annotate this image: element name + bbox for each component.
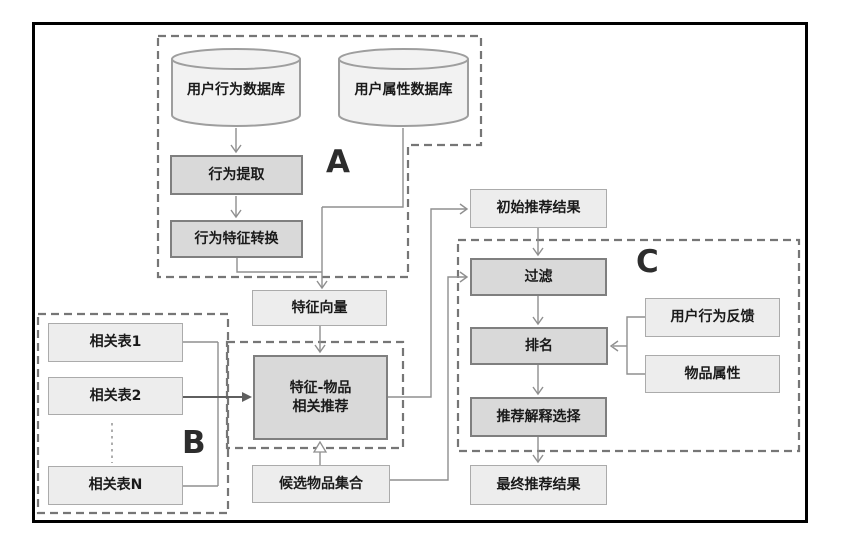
edge-candidateset-to-featureitemrec: [312, 440, 328, 465]
node-final-rec-result: 最终推荐结果: [470, 465, 607, 505]
edge-candidateset-to-filter: [390, 271, 469, 481]
edge-extract-to-convert: [230, 196, 242, 219]
edge-convert-and-attrdb-to-featurevector: [236, 128, 404, 290]
database-user-behavior: 用户行为数据库: [170, 47, 302, 128]
edge-featureitemrec-to-initialresult: [388, 203, 469, 398]
node-feature-vector: 特征向量: [252, 290, 387, 326]
database-label: 用户行为数据库: [187, 82, 285, 98]
node-related-table-2: 相关表2: [48, 377, 183, 415]
node-filter: 过滤: [470, 258, 607, 296]
node-rec-explanation-select: 推荐解释选择: [470, 397, 607, 437]
group-c-outline: [456, 238, 801, 453]
node-related-table-n: 相关表N: [48, 466, 183, 505]
node-ranking: 排名: [470, 327, 608, 365]
edge-relatedtables-to-featureitemrec: [183, 341, 252, 487]
node-related-table-1: 相关表1: [48, 323, 183, 362]
edge-feedback-and-itemattrs-to-ranking: [609, 316, 645, 375]
node-item-attributes: 物品属性: [645, 355, 780, 393]
edge-filter-to-ranking: [532, 296, 544, 326]
node-behavior-extract: 行为提取: [170, 155, 303, 195]
node-candidate-item-set: 候选物品集合: [252, 465, 390, 503]
node-user-behavior-feedback: 用户行为反馈: [645, 298, 780, 337]
group-label-a: A: [326, 144, 350, 180]
database-label: 用户属性数据库: [354, 82, 453, 98]
feature-item-rec-outline: [225, 340, 405, 450]
edge-explanation-to-finalresult: [532, 437, 544, 464]
edge-behaviordb-to-extract: [230, 128, 242, 154]
node-behavior-feature-convert: 行为特征转换: [170, 220, 303, 258]
group-label-c: C: [636, 244, 659, 280]
edge-initialresult-to-filter: [532, 228, 544, 257]
cylinder-shape: [171, 48, 301, 127]
database-user-attributes: 用户属性数据库: [337, 47, 470, 128]
group-label-b: B: [182, 425, 206, 461]
node-feature-item-recommend: 特征-物品 相关推荐: [253, 355, 388, 440]
cylinder-shape: [338, 48, 469, 127]
edge-featurevector-to-featureitemrec: [314, 326, 326, 354]
node-initial-rec-result: 初始推荐结果: [470, 189, 607, 228]
group-a-outline: [156, 34, 483, 279]
edge-ranking-to-explanation: [532, 365, 544, 396]
